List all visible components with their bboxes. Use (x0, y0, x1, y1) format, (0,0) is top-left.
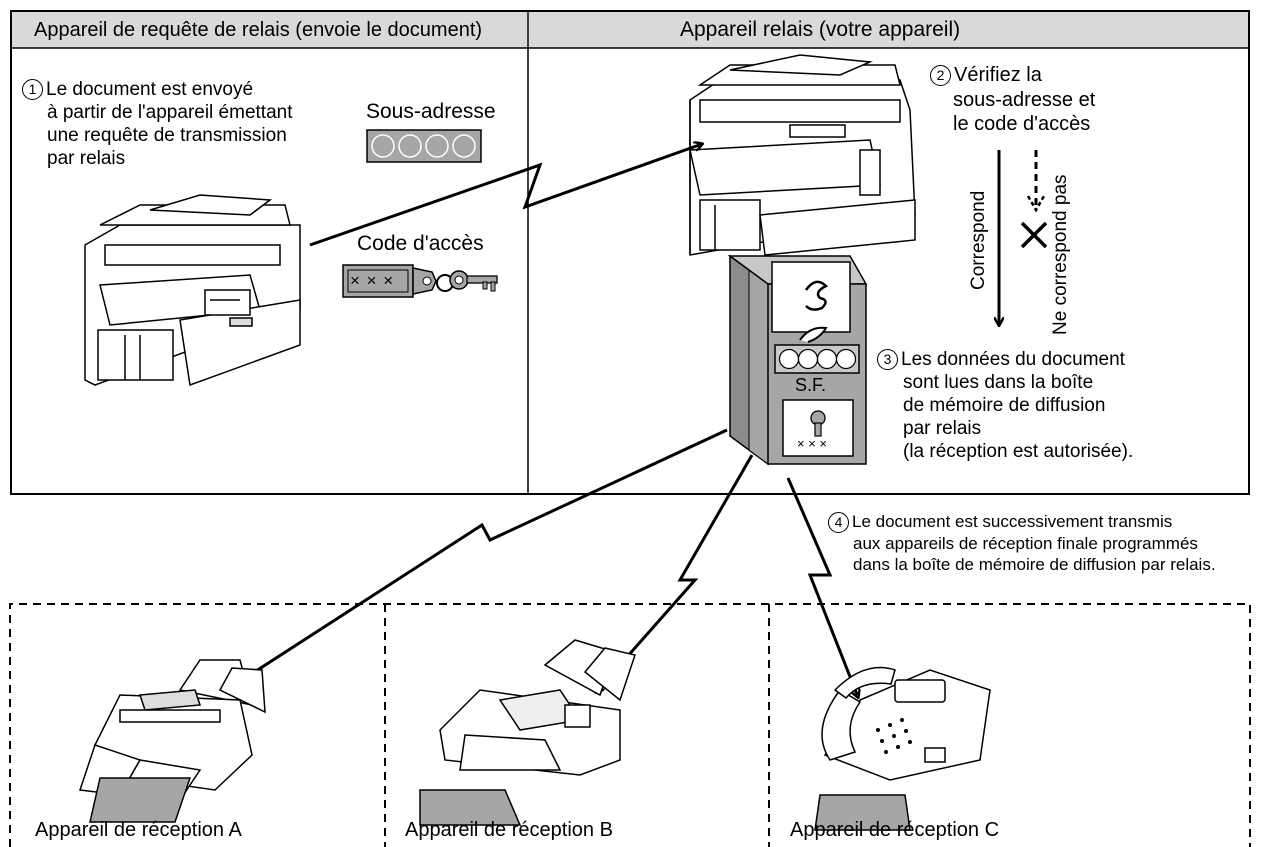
step-1-line-3: par relais (47, 148, 126, 169)
key-icon (342, 264, 498, 298)
step-4-line-1: aux appareils de réception finale progra… (853, 534, 1198, 553)
step-3-line-0: Les données du document (901, 349, 1125, 370)
step-3-line-1: sont lues dans la boîte (903, 372, 1094, 393)
fax-machine-c-illustration (814, 666, 991, 831)
step-4-text: aux appareils de réception finale progra… (853, 533, 1216, 575)
receiver-a-label: Appareil de réception A (35, 819, 242, 841)
step-1-line-2: une requête de transmission (47, 125, 287, 146)
step-4-line-2: dans la boîte de mémoire de diffusion pa… (853, 555, 1216, 574)
step-1-number: 1 (22, 79, 43, 100)
step-2-line-1: sous-adresse et (953, 89, 1096, 111)
step-1-line-0: Le document est envoyé (46, 79, 254, 100)
transmission-arrow-1 (309, 144, 702, 247)
relay-panel-title: Appareil relais (votre appareil) (680, 18, 961, 41)
sub-address-box (366, 129, 482, 163)
transmission-arrow-c (786, 477, 858, 697)
step-3-line-4: (la réception est autorisée). (903, 441, 1134, 462)
nomatch-label: Ne correspond pas (1050, 174, 1071, 335)
transmission-arrow-a (222, 428, 728, 693)
fax-machine-b-illustration (419, 639, 636, 826)
fax-machine-a-illustration (78, 659, 266, 823)
mailbox-label: S.F. (795, 375, 827, 395)
receiver-frame (9, 603, 1251, 847)
receiver-b-label: Appareil de réception B (405, 819, 613, 841)
sender-copier-illustration (84, 194, 301, 387)
receiver-c-label: Appareil de réception C (790, 819, 1000, 841)
relay-copier-illustration (689, 54, 916, 256)
step-2-line-2: le code d'accès (953, 113, 1091, 135)
access-code-value: × × × (350, 271, 395, 290)
access-code-label: Code d'accès (357, 232, 484, 255)
step-2-line-0: Vérifiez la (954, 64, 1042, 86)
step-3-line-3: par relais (903, 418, 982, 439)
reject-x-icon (1020, 221, 1048, 249)
transmission-arrow-b (596, 454, 754, 692)
relay-memory-box (727, 254, 868, 466)
step-4-number: 4 (828, 512, 849, 533)
step-2-number: 2 (930, 65, 951, 86)
step-3-text: sont lues dans la boîte de mémoire de di… (903, 371, 1133, 463)
step-3-line-2: de mémoire de diffusion (903, 395, 1106, 416)
mailbox-code: × × × (797, 436, 827, 451)
match-label: Correspond (968, 190, 989, 290)
step-1-line-1: à partir de l'appareil émettant (47, 102, 293, 123)
step-2-text: sous-adresse et le code d'accès (953, 88, 1095, 136)
step-1-text: à partir de l'appareil émettant une requ… (47, 101, 293, 170)
top-frame (10, 10, 1250, 495)
sub-address-label: Sous-adresse (366, 100, 496, 123)
nomatch-arrow-head (1026, 195, 1046, 213)
step-4-line-0: Le document est successivement transmis (852, 512, 1173, 531)
sender-panel-title: Appareil de requête de relais (envoie le… (34, 19, 483, 41)
step-3-number: 3 (877, 349, 898, 370)
